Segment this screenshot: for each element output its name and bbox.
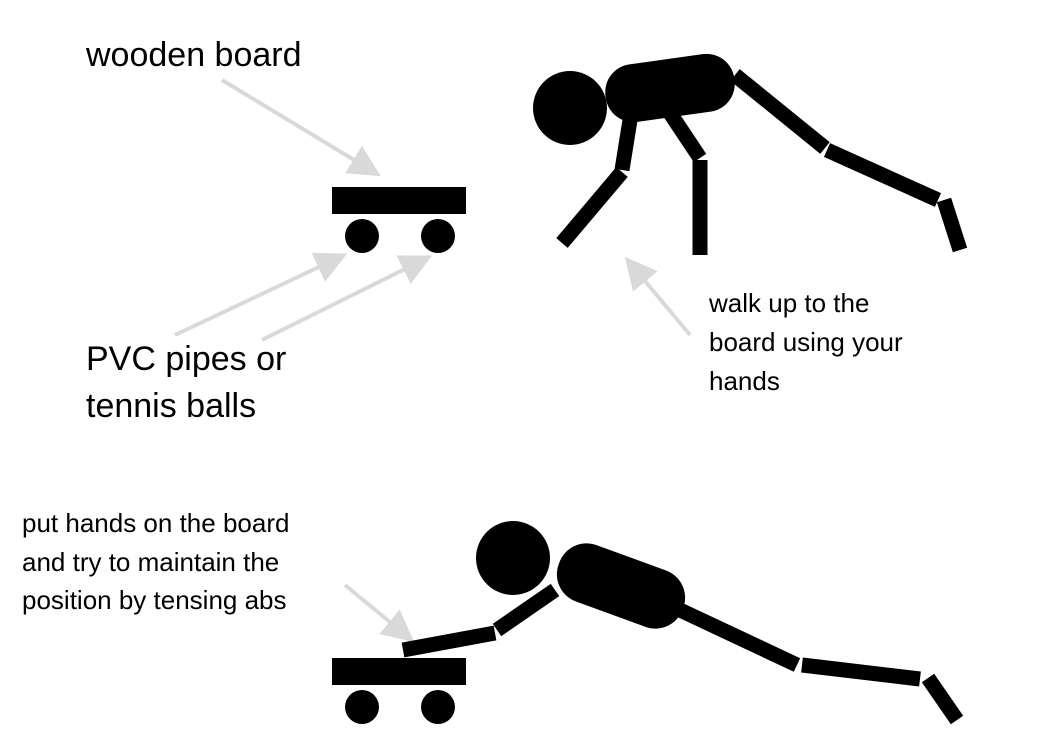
head <box>476 521 550 595</box>
wheel <box>421 219 455 253</box>
cart-top <box>332 187 466 253</box>
label-put-line1: put hands on the board <box>22 508 290 538</box>
label-put-line3: position by tensing abs <box>22 585 287 615</box>
wooden-board <box>332 658 466 685</box>
label-put-line2: and try to maintain the <box>22 547 280 577</box>
torso <box>556 543 686 629</box>
label-wooden-board: wooden board <box>86 36 302 74</box>
stick-figure-walking <box>556 69 968 255</box>
label-walk-line2: board using your <box>709 327 903 357</box>
stick-figure-plank <box>401 583 964 725</box>
arrow-to-wheel-left <box>174 252 348 337</box>
arrow-to-board-2 <box>343 583 415 643</box>
label-pvc-line2: tennis balls <box>86 387 257 425</box>
label-pvc-line1: PVC pipes or <box>86 340 287 378</box>
arrow-to-wheel-right <box>261 255 433 342</box>
torso <box>605 53 735 123</box>
cart-bottom <box>332 658 466 724</box>
wheel <box>345 219 379 253</box>
wheel <box>345 690 379 724</box>
wooden-board <box>332 187 466 214</box>
arrow-to-hands <box>624 256 692 337</box>
label-walk-line3: hands <box>709 366 780 396</box>
label-walk-line1: walk up to the <box>709 288 870 318</box>
wheel <box>421 690 455 724</box>
arrow-to-board <box>220 78 381 177</box>
head <box>533 71 607 145</box>
